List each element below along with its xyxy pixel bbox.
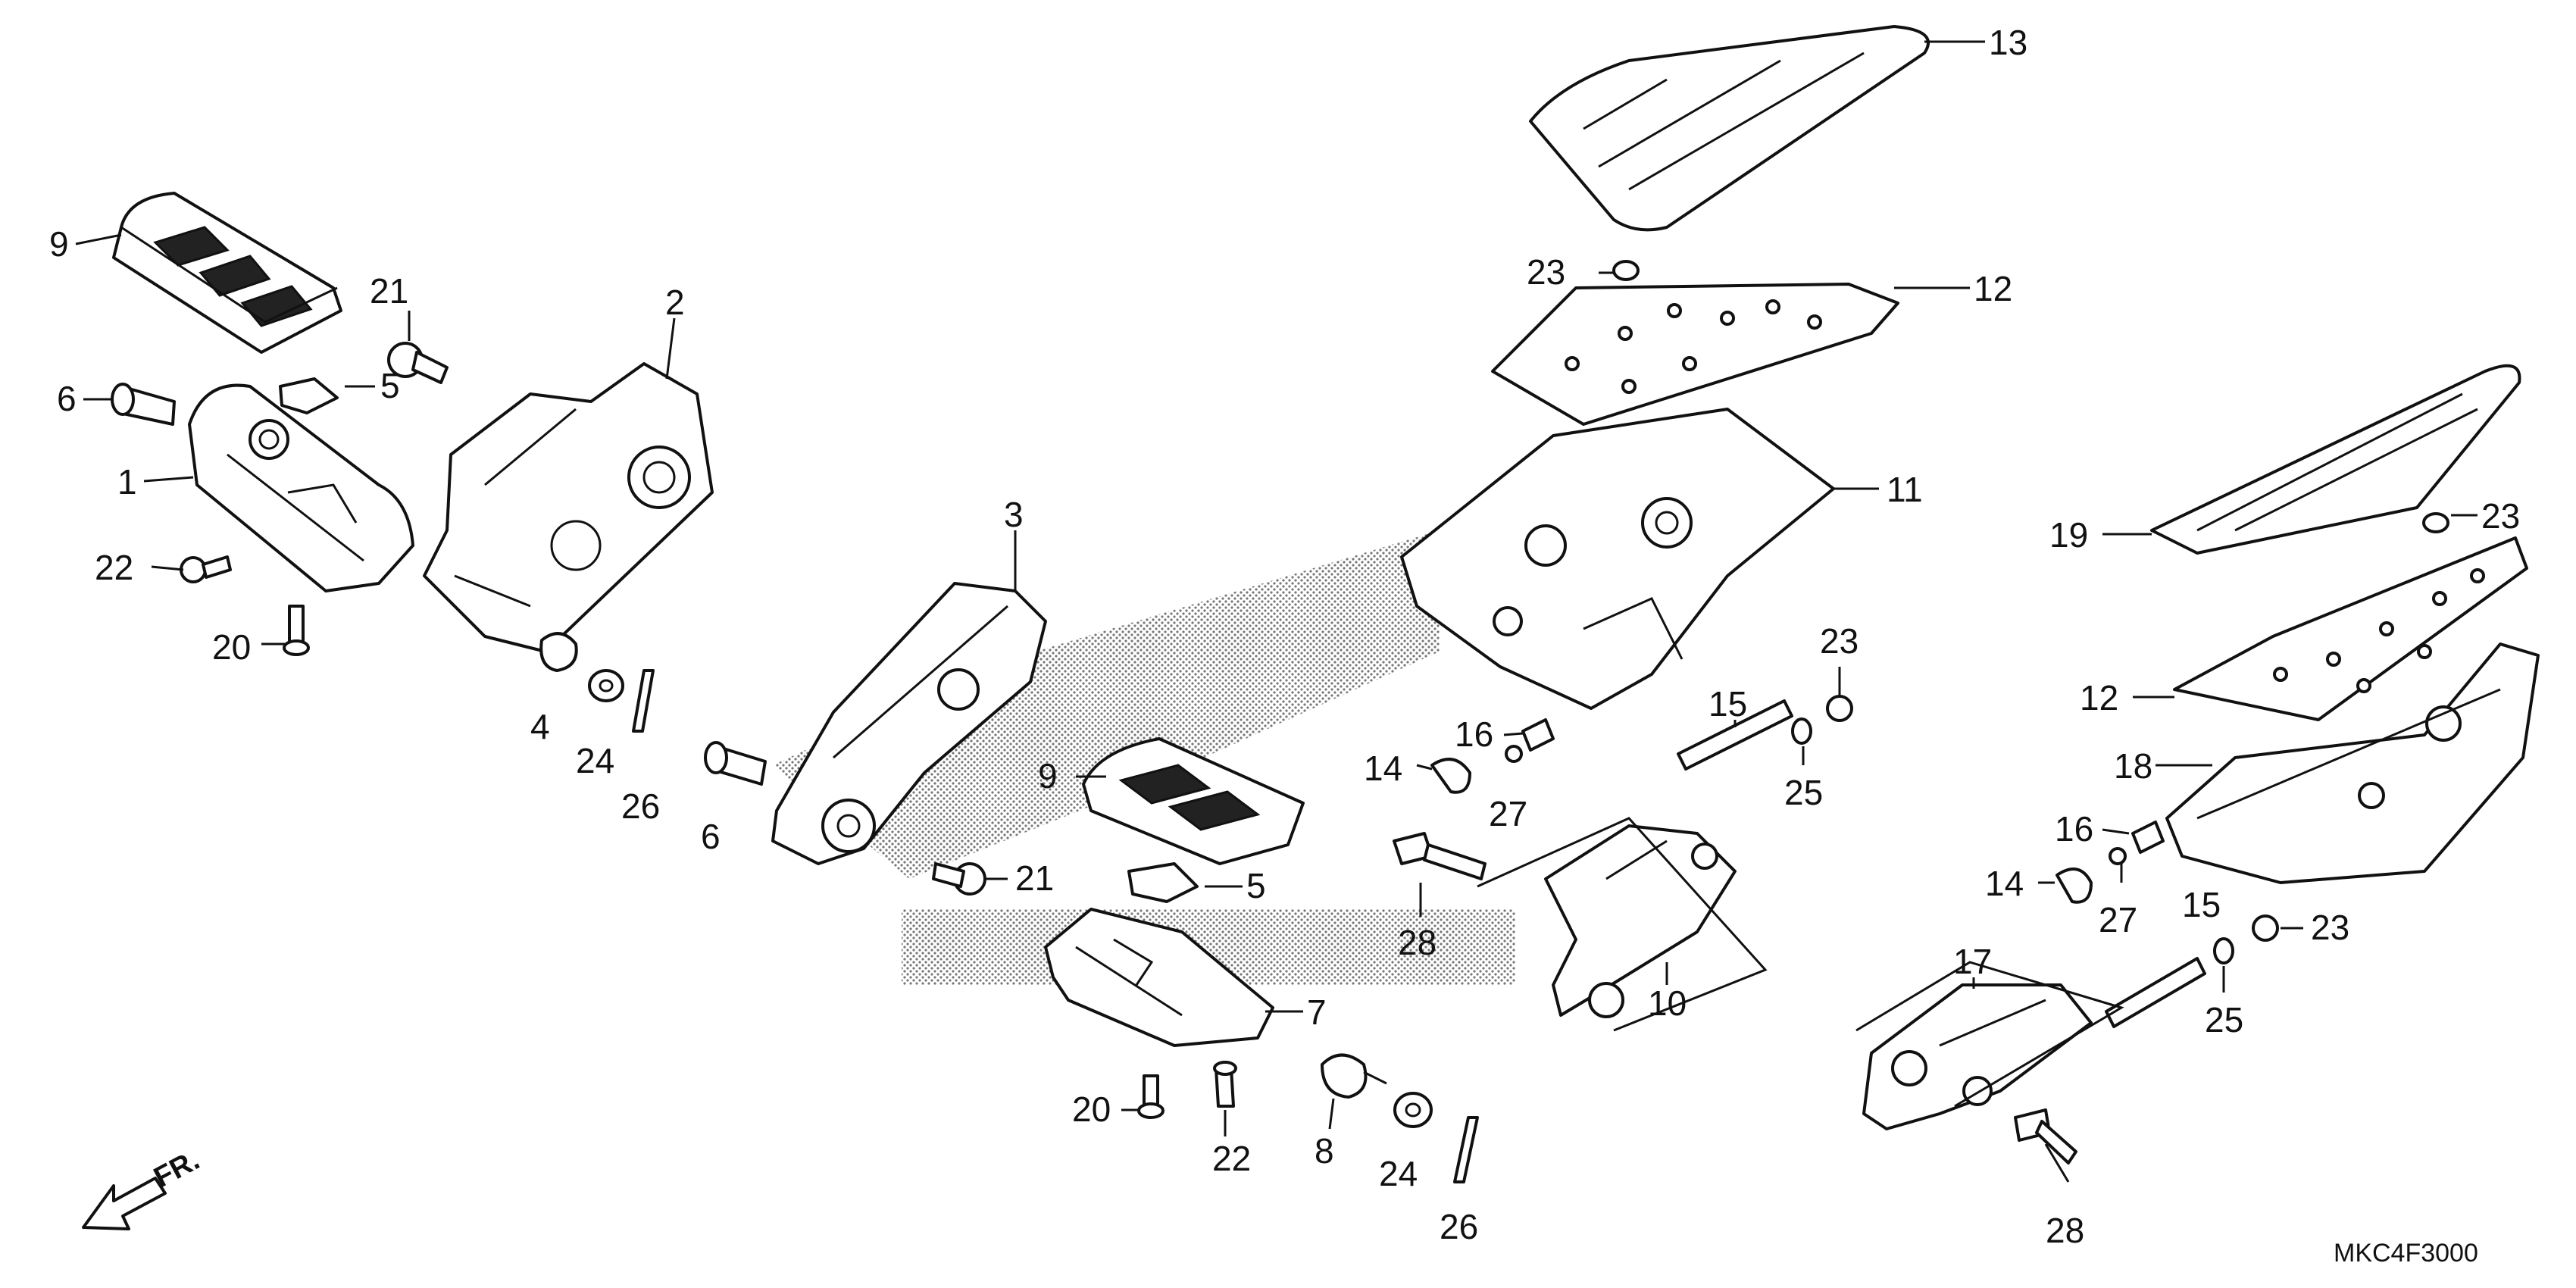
callout-9: 9 (49, 224, 69, 264)
callout-27: 27 (1489, 794, 1527, 833)
callout-14: 14 (1364, 749, 1402, 788)
callout-5: 5 (380, 366, 400, 405)
footrest-bracket-center-7 (1044, 908, 1274, 1047)
step-cover-13 (1529, 25, 1930, 232)
callout-5: 5 (1246, 866, 1266, 905)
step-holder-18 (2165, 642, 2540, 884)
callout-22: 22 (95, 548, 133, 587)
spring-4a (539, 632, 578, 672)
callout-21: 21 (1015, 858, 1054, 898)
callout-10: 10 (1648, 983, 1687, 1023)
cotter-pin-26b (1453, 1116, 1479, 1183)
callout-labels: 9 21 2 6 5 1 22 20 4 24 26 6 3 9 21 5 7 … (49, 23, 2520, 1250)
callout-23: 23 (1527, 252, 1565, 292)
callout-16: 16 (2055, 809, 2093, 849)
step-cover-19 (2150, 364, 2521, 555)
callout-4: 4 (530, 707, 550, 746)
callout-13: 13 (1989, 23, 2027, 62)
callout-21: 21 (370, 271, 408, 311)
step-holder-2 (423, 362, 714, 653)
callout-26: 26 (621, 786, 660, 826)
callout-11: 11 (1887, 470, 1923, 509)
bolt-23b (1826, 695, 1853, 722)
bolt-28b (2014, 1108, 2077, 1165)
clip-5b (1127, 862, 1199, 903)
pin-15a (1677, 699, 1793, 771)
step-plate-12b (2173, 536, 2528, 721)
callout-6: 6 (701, 817, 721, 856)
callout-22: 22 (1212, 1139, 1251, 1178)
spring-clip-14a (1430, 758, 1471, 794)
pin-15b (2105, 957, 2206, 1028)
callout-26: 26 (1440, 1207, 1478, 1246)
ball-27a (1505, 745, 1523, 763)
callout-15: 15 (1708, 684, 1747, 724)
spring-washer-16a (1521, 718, 1555, 752)
callout-7: 7 (1307, 993, 1327, 1032)
bolt-22a (180, 555, 232, 583)
callout-9: 9 (1038, 756, 1058, 796)
pivot-pin-6a (111, 383, 176, 426)
washer-24a (588, 669, 624, 702)
bolt-23a (1612, 260, 1640, 281)
bolt-20a (283, 605, 310, 656)
leader-lines (75, 40, 2478, 1183)
bolt-28a (1393, 832, 1487, 880)
bolt-21b (932, 862, 986, 896)
spring-washer-16b (2131, 821, 2165, 854)
bolt-23d (2252, 914, 2279, 942)
pivot-bracket-17 (1862, 983, 2093, 1130)
callout-16: 16 (1455, 714, 1493, 754)
callout-12: 12 (1974, 269, 2012, 308)
callout-14: 14 (1985, 864, 2024, 903)
callout-23: 23 (1820, 621, 1859, 661)
bolt-22b (1213, 1061, 1237, 1108)
callout-23: 23 (2481, 496, 2520, 536)
bolt-21a (387, 342, 449, 384)
callout-3: 3 (1004, 495, 1024, 534)
callout-20: 20 (212, 627, 251, 667)
bolt-20b (1137, 1074, 1165, 1119)
footrest-bracket-left (188, 383, 414, 592)
callout-25: 25 (1784, 773, 1823, 812)
pivot-pin-6b (704, 741, 767, 786)
step-holder-3 (771, 582, 1047, 865)
callout-24: 24 (1379, 1154, 1418, 1193)
ball-27b (2109, 847, 2127, 865)
callout-6: 6 (57, 379, 77, 418)
callout-28: 28 (1398, 923, 1436, 962)
diagram-code: MKC4F3000 (2334, 1239, 2478, 1268)
callout-24: 24 (576, 741, 614, 780)
bolt-23c (2422, 512, 2449, 533)
callout-19: 19 (2049, 515, 2088, 555)
footrest-rubber-center (1082, 737, 1305, 865)
callout-15: 15 (2182, 885, 2221, 924)
callout-27: 27 (2099, 900, 2137, 939)
washer-25b (2213, 937, 2234, 964)
footrest-rubber-left (112, 192, 342, 354)
spring-8 (1321, 1053, 1387, 1099)
callout-23: 23 (2311, 908, 2349, 947)
callout-28: 28 (2046, 1211, 2084, 1250)
callout-12: 12 (2080, 678, 2118, 717)
callout-25: 25 (2205, 1000, 2243, 1039)
callout-1: 1 (117, 462, 137, 502)
cotter-pin-26a (632, 669, 655, 733)
washer-25a (1791, 717, 1812, 745)
step-holder-11 (1400, 408, 1835, 710)
clip-5a (279, 377, 339, 414)
pivot-bracket-10 (1544, 824, 1737, 1018)
callout-20: 20 (1072, 1089, 1111, 1129)
step-plate-12a (1491, 283, 1899, 426)
callout-18: 18 (2114, 746, 2152, 786)
spring-clip-14b (2055, 868, 2093, 904)
callout-8: 8 (1315, 1131, 1334, 1171)
front-direction-arrow: FR. (82, 1144, 205, 1230)
callout-2: 2 (665, 283, 685, 322)
callout-17: 17 (1953, 942, 1992, 981)
washer-24b (1393, 1092, 1433, 1128)
